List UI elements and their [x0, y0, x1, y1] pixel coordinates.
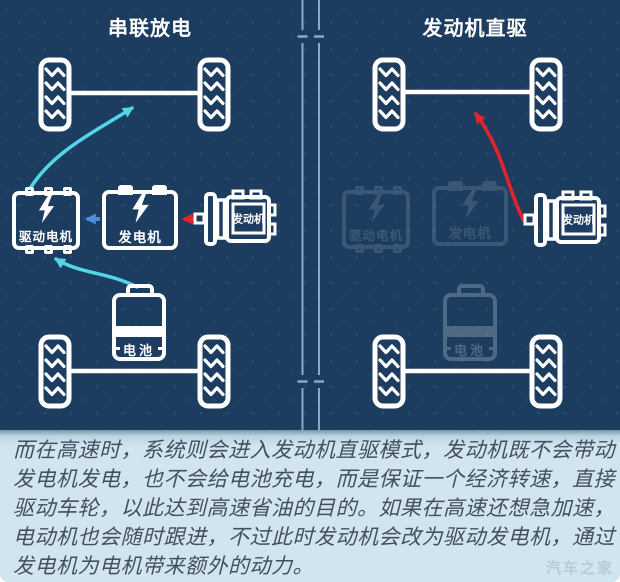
generator-box: 发电机 — [102, 185, 178, 250]
wheel-front-right-icon — [529, 57, 563, 132]
engine-label: 发动机 — [561, 213, 595, 227]
wheel-rear-right-icon — [529, 334, 563, 409]
diagram-area: 串联放电 发动机直驱 — [0, 0, 620, 430]
watermark: 汽车之家 — [545, 560, 614, 577]
generator-box-inactive: 发电机 — [432, 181, 508, 246]
caption-line: 而在高速时，系统则会进入发动机直驱模式，发动机既不会带动 — [13, 439, 615, 462]
left-panel-title: 串联放电 — [108, 18, 192, 40]
wheel-front-left-icon — [372, 57, 406, 132]
pin-icon — [25, 187, 34, 196]
pin-icon — [393, 244, 402, 253]
battery-charge-band — [116, 326, 162, 337]
battery-cap — [457, 284, 485, 296]
battery-dash — [489, 347, 497, 350]
caption-line: 发电机为电机带来额外的动力。 — [13, 555, 314, 578]
caption-line: 发电机发电，也不会给电池充电，而是保证一个经济转速，直接 — [13, 468, 615, 491]
wheel-rear-right-icon — [197, 334, 231, 409]
lightning-icon — [461, 190, 479, 219]
pin-icon — [393, 186, 402, 195]
battery-dash — [443, 347, 451, 350]
wheel-rear-left-icon — [372, 334, 406, 409]
battery-icon-inactive: 电池 — [443, 284, 497, 361]
engine-icon: 发动机 — [193, 189, 277, 246]
battery-charge-band — [447, 326, 493, 337]
battery-dash — [112, 347, 120, 350]
pin-icon — [355, 186, 364, 195]
caption-line: 驱动车轮，以此达到高速省油的目的。如果在高速还想急加速， — [13, 497, 615, 520]
lightning-icon — [38, 196, 54, 223]
drive-motor-box-inactive: 驱动电机 — [342, 186, 410, 253]
pin-icon — [44, 245, 53, 254]
battery-label: 电池 — [122, 343, 155, 358]
battery-to-motor-flow-arrow — [54, 257, 139, 289]
battery-icon: 电池 — [112, 284, 166, 361]
terminal-icon — [448, 181, 463, 191]
right-panel-title: 发动机直驱 — [422, 18, 528, 40]
engine-label: 发动机 — [231, 212, 265, 226]
caption-line: 电动机也会随时跟进，不过此时发动机会改为驱动发电机，通过 — [13, 526, 615, 549]
wheel-rear-left-icon — [38, 334, 72, 409]
pin-icon — [355, 244, 364, 253]
terminal-icon — [152, 185, 167, 195]
lightning-icon — [131, 194, 149, 223]
pin-icon — [63, 245, 72, 254]
panel-divider — [297, 0, 324, 430]
terminal-icon — [482, 181, 497, 191]
pin-icon — [25, 245, 34, 254]
engine-icon: 发动机 — [523, 190, 607, 247]
pin-icon — [374, 244, 383, 253]
drive-motor-label: 驱动电机 — [348, 229, 403, 243]
pin-icon — [374, 186, 383, 195]
generator-label: 发电机 — [118, 230, 162, 245]
drive-motor-box: 驱动电机 — [12, 187, 80, 254]
wheel-front-right-icon — [197, 57, 231, 132]
lightning-icon — [368, 195, 384, 222]
battery-label: 电池 — [453, 343, 486, 358]
terminal-icon — [118, 185, 133, 195]
wheel-front-left-icon — [38, 57, 72, 132]
drive-motor-label: 驱动电机 — [18, 230, 73, 244]
battery-cap — [126, 284, 154, 296]
generator-label: 发电机 — [448, 226, 492, 241]
pin-icon — [44, 187, 53, 196]
pin-icon — [63, 187, 72, 196]
caption-panel: 而在高速时，系统则会进入发动机直驱模式，发动机既不会带动 发电机发电，也不会给电… — [0, 430, 620, 582]
battery-dash — [158, 347, 166, 350]
